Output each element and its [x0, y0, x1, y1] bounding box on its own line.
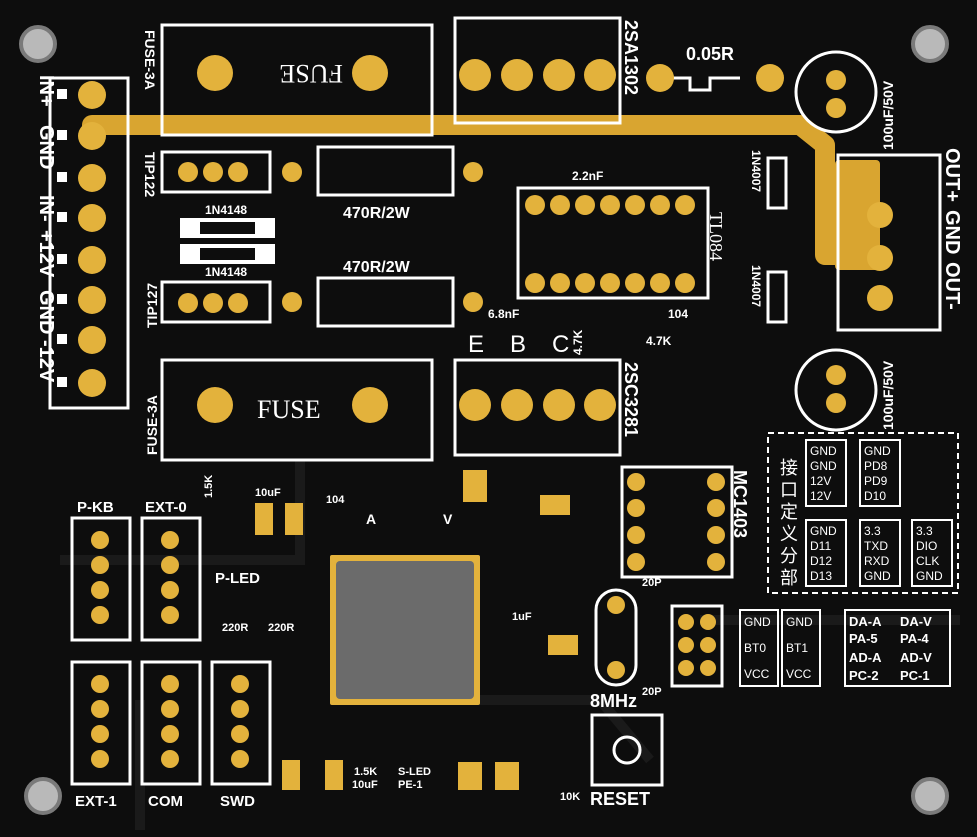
ebc-c: C	[552, 331, 569, 358]
input-label-0: IN+	[35, 75, 57, 107]
fuse-top-label: FUSE-3A	[142, 30, 158, 90]
pin-c5-3: GND	[916, 569, 943, 583]
pled-label: P-LED	[215, 570, 260, 587]
r10k-label: 10K	[560, 791, 580, 803]
pin-c3-3: D13	[810, 569, 832, 583]
q-top-label: 2SA1302	[621, 20, 641, 95]
pin-c5-2: CLK	[916, 554, 939, 568]
r15k-label: 1.5K	[203, 475, 215, 498]
pin-c1-1: GND	[810, 459, 837, 473]
c1u-label: 1uF	[512, 611, 532, 623]
ebc-b: B	[510, 331, 526, 358]
pin-c1-3: 12V	[810, 489, 831, 503]
pin-c4-0: 3.3	[864, 524, 881, 538]
pin-c3-2: D12	[810, 554, 832, 568]
input-label-1: GND	[35, 125, 57, 169]
c20p2-label: 20P	[642, 686, 662, 698]
r220a-label: 220R	[222, 622, 248, 634]
header-ext0: EXT-0	[145, 499, 187, 516]
c3-label: 104	[668, 307, 688, 321]
cap-bottom-label: 100uF/50V	[880, 360, 896, 430]
res-a-label: 470R/2W	[343, 205, 411, 222]
header-pkb: P-KB	[77, 499, 114, 516]
output-label-1: GND	[941, 210, 963, 254]
q-bottom-label: 2SC3281	[621, 362, 641, 437]
tip127-label: TIP127	[144, 283, 160, 328]
pin-c2-1: PD8	[864, 459, 888, 473]
pin-c1-0: GND	[810, 444, 837, 458]
pin-c1-2: 12V	[810, 474, 831, 488]
pin-c2-2: PD9	[864, 474, 888, 488]
an-2-1: AD-V	[900, 650, 932, 665]
header-ext1: EXT-1	[75, 793, 117, 810]
pin-c4-3: GND	[864, 569, 891, 583]
bt1-2: VCC	[786, 667, 812, 681]
fuse-top-text: FUSE	[279, 59, 343, 88]
d-bottom-label: 1N4007	[749, 265, 763, 307]
c10u2-label: 10uF	[352, 779, 378, 791]
d-top-label: 1N4007	[749, 150, 763, 192]
mount-holes	[19, 25, 949, 815]
mc1403-label: MC1403	[730, 470, 750, 538]
v-label: V	[443, 511, 453, 527]
an-2-0: AD-A	[849, 650, 882, 665]
input-label-3: +12V	[35, 230, 57, 278]
tip122-label: TIP122	[142, 152, 158, 197]
bt1-1: BT1	[786, 641, 808, 655]
pin-c5-0: 3.3	[916, 524, 933, 538]
c2-label: 6.8nF	[488, 307, 519, 321]
pin-c4-2: RXD	[864, 554, 890, 568]
input-label-2: IN-	[35, 195, 57, 222]
pin-c3-1: D11	[810, 539, 831, 553]
an-1-1: PA-4	[900, 631, 929, 646]
ebc-e: E	[468, 331, 484, 358]
r1-label: 4.7K	[571, 329, 585, 355]
pin-c5-1: DIO	[916, 539, 937, 553]
fuse-bottom-text: FUSE	[257, 395, 321, 424]
an-3-0: PC-2	[849, 668, 879, 683]
input-label-5: -12V	[35, 340, 57, 383]
bt0-2: VCC	[744, 667, 770, 681]
c10u-label: 10uF	[255, 487, 281, 499]
res-b-label: 470R/2W	[343, 259, 411, 276]
an-0-0: DA-A	[849, 614, 882, 629]
an-3-1: PC-1	[900, 668, 930, 683]
pe1-label: PE-1	[398, 779, 422, 791]
bt0-0: GND	[744, 615, 771, 629]
output-label-2: OUT-	[941, 262, 963, 310]
an-0-1: DA-V	[900, 614, 932, 629]
bt1-0: GND	[786, 615, 813, 629]
sled-label: S-LED	[398, 766, 431, 778]
shunt-label: 0.05R	[686, 44, 734, 64]
c104-label: 104	[326, 494, 345, 506]
bt0-1: BT0	[744, 641, 766, 655]
c20p1-label: 20P	[642, 577, 662, 589]
pin-c3-0: GND	[810, 524, 837, 538]
pin-c4-1: TXD	[864, 539, 888, 553]
crystal-label: 8MHz	[590, 691, 637, 711]
cap-top-label: 100uF/50V	[880, 80, 896, 150]
r2-label: 4.7K	[646, 334, 672, 348]
pin-c2-0: GND	[864, 444, 891, 458]
input-terminal-pads	[78, 81, 106, 397]
reset-label: RESET	[590, 789, 650, 809]
input-label-4: GND	[35, 290, 57, 334]
c1-label: 2.2nF	[572, 169, 603, 183]
header-com: COM	[148, 793, 183, 810]
diode-b-label: 1N4148	[205, 265, 247, 279]
a-label: A	[366, 511, 376, 527]
output-label-0: OUT+	[941, 148, 963, 202]
fuse-bottom-label: FUSE-3A	[144, 395, 160, 455]
diode-a-label: 1N4148	[205, 203, 247, 217]
pin-c2-3: D10	[864, 489, 886, 503]
header-swd: SWD	[220, 793, 255, 810]
r220b-label: 220R	[268, 622, 294, 634]
opamp-label: TL084	[706, 212, 726, 261]
an-1-0: PA-5	[849, 631, 878, 646]
pinmap-title: 接口定义分部	[778, 458, 798, 590]
r15k2-label: 1.5K	[354, 766, 377, 778]
